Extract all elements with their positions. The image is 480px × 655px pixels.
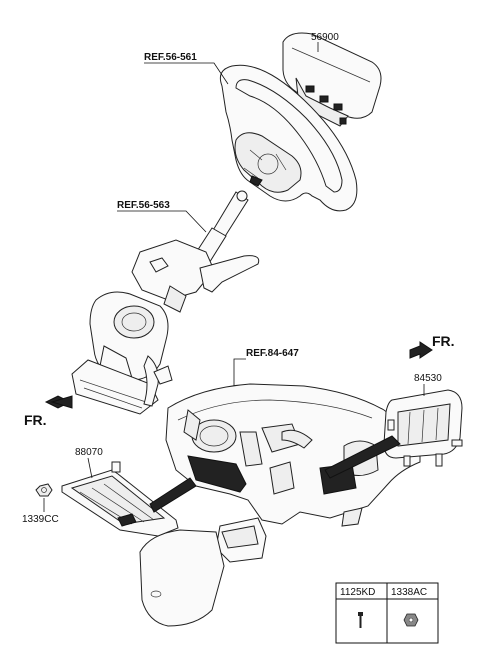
crash-pad[interactable]	[139, 383, 421, 627]
legend-col-1338ac: 1338AC	[391, 587, 427, 598]
nut-1339cc[interactable]	[35, 483, 53, 497]
pointer-wedge-88070	[149, 477, 197, 513]
legend-table	[335, 582, 439, 644]
label-56900: 56900	[311, 32, 339, 43]
passenger-airbag[interactable]	[383, 389, 463, 467]
nut-icon	[403, 613, 419, 627]
pointer-wedge-84530	[324, 435, 401, 479]
knee-airbag[interactable]	[61, 461, 179, 537]
fr-label-left: FR.	[24, 412, 47, 428]
label-88070: 88070	[75, 447, 103, 458]
label-ref-56-561: REF.56-561	[144, 52, 197, 63]
label-ref-56-563: REF.56-563	[117, 200, 170, 211]
label-84530: 84530	[414, 373, 442, 384]
label-1339cc: 1339CC	[22, 514, 59, 525]
steering-column[interactable]	[71, 190, 260, 415]
steering-wheel[interactable]	[219, 64, 358, 212]
fr-arrow-right	[409, 341, 433, 359]
label-ref-84-647: REF.84-647	[246, 348, 299, 359]
fr-label-right: FR.	[432, 333, 455, 349]
legend-col-1125kd: 1125KD	[340, 587, 375, 598]
fr-arrow-left	[44, 395, 73, 409]
bolt-icon	[358, 612, 363, 628]
